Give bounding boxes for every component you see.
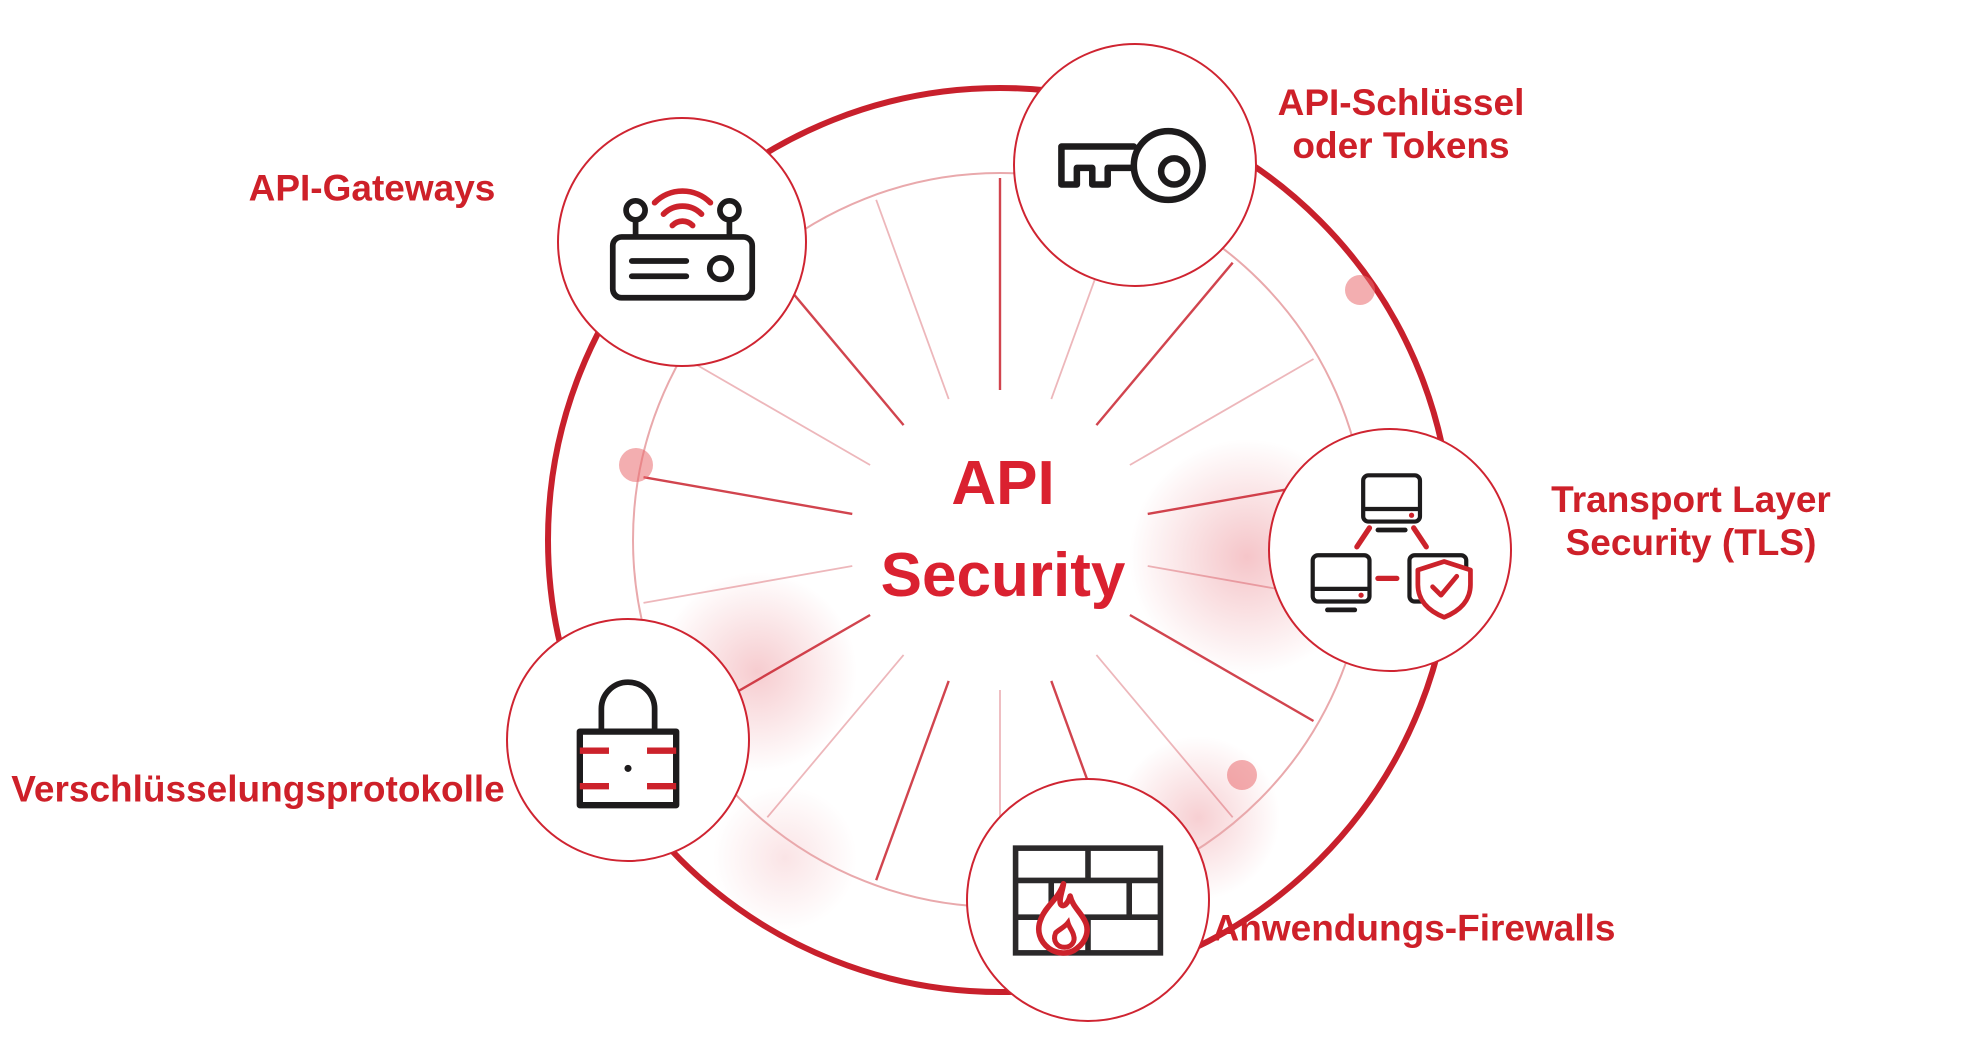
label-text: Anwendungs-Firewalls	[1212, 907, 1616, 949]
label-api-gateways: API-Gateways	[249, 167, 496, 210]
label-text: Verschlüsselungsprotokolle	[11, 768, 505, 810]
label-verschluesselungsprotokolle: Verschlüsselungsprotokolle	[11, 768, 504, 811]
router-icon	[609, 188, 755, 301]
node-anwendungs-firewalls	[966, 778, 1210, 1022]
diagram-title-line1: API	[951, 449, 1055, 518]
label-transport-layer-security: Transport Layer Security (TLS)	[1551, 478, 1831, 564]
label-line2: Security (TLS)	[1565, 522, 1817, 563]
devices-shield-icon	[1310, 472, 1473, 620]
glow-blob	[713, 786, 857, 930]
label-line1: API-Schlüssel	[1277, 82, 1525, 123]
firewall-icon	[1012, 844, 1164, 956]
label-line1: Transport Layer	[1551, 479, 1831, 520]
node-api-keys-tokens	[1013, 43, 1257, 287]
padlock-icon	[576, 678, 680, 808]
ring-dot	[1227, 760, 1257, 790]
diagram-title-line2: Security	[880, 541, 1126, 610]
label-line2: oder Tokens	[1292, 125, 1510, 166]
label-api-keys-tokens: API-Schlüssel oder Tokens	[1278, 81, 1525, 167]
label-text: API-Gateways	[248, 167, 496, 209]
diagram-title: API Security	[881, 438, 1126, 622]
node-transport-layer-security	[1268, 428, 1512, 672]
label-anwendungs-firewalls: Anwendungs-Firewalls	[1213, 907, 1616, 950]
key-icon	[1058, 127, 1206, 203]
node-api-gateways	[557, 117, 807, 367]
ring-dot	[619, 448, 653, 482]
ring-dot	[1345, 275, 1375, 305]
node-verschluesselungsprotokolle	[506, 618, 750, 862]
